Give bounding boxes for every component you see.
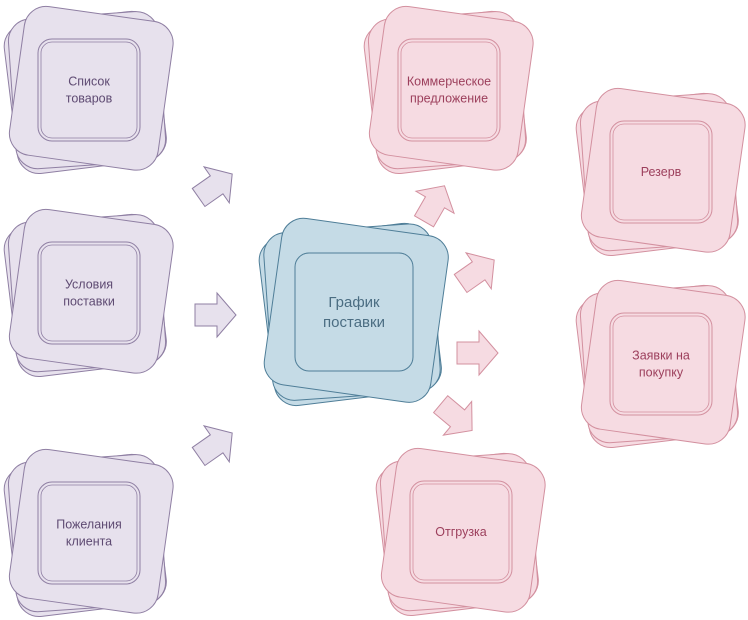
node-label: Резерв <box>641 165 682 179</box>
node-label: Коммерческое <box>407 75 491 89</box>
node-label: поставки <box>63 295 115 309</box>
inner-frame <box>409 480 513 584</box>
node-spisok-tovarov[interactable]: Список товаров <box>2 4 176 176</box>
inner-frame <box>37 481 141 585</box>
inner-frame <box>397 38 501 142</box>
inner-frame-inset <box>40 244 138 342</box>
inner-frame <box>37 38 141 142</box>
node-label: покупку <box>639 366 684 380</box>
node-grafik-postavki[interactable]: График поставки <box>257 215 451 408</box>
node-zayavki-na-pokupku[interactable]: Заявки на покупку <box>574 278 748 450</box>
flow-arrow-icon <box>194 291 237 339</box>
node-label: Список <box>68 75 110 89</box>
node-usloviya-postavki[interactable]: Условия поставки <box>2 207 176 379</box>
flow-arrow-icon <box>432 395 473 436</box>
flow-arrow-icon <box>453 252 495 294</box>
flow-arrow-icon <box>191 166 233 208</box>
inner-frame-inset <box>612 123 710 221</box>
inner-frame <box>609 120 713 224</box>
node-otgruzka[interactable]: Отгрузка <box>374 446 548 618</box>
inner-frame <box>37 241 141 345</box>
inner-frame-inset <box>40 484 138 582</box>
inner-frame <box>609 312 713 416</box>
node-label: Пожелания <box>56 518 122 532</box>
node-label: Отгрузка <box>435 525 487 539</box>
inner-frame <box>294 252 414 372</box>
inner-frame-inset <box>612 315 710 413</box>
flow-arrow-icon <box>191 425 233 467</box>
node-pozhelaniya-klienta[interactable]: Пожелания клиента <box>2 447 176 619</box>
node-label: клиента <box>66 535 112 549</box>
node-rezerv[interactable]: Резерв <box>574 86 748 258</box>
node-label: поставки <box>323 314 385 331</box>
flow-arrow-icon <box>456 329 499 377</box>
inner-frame-inset <box>412 483 510 581</box>
node-kommercheskoe-predlozhenie[interactable]: Коммерческое предложение <box>362 4 536 176</box>
node-label: График <box>328 294 380 311</box>
flow-arrow-icon <box>413 185 455 228</box>
node-label: товаров <box>66 92 113 106</box>
inner-frame-inset <box>400 41 498 139</box>
node-label: Заявки на <box>632 349 690 363</box>
inner-frame-inset <box>40 41 138 139</box>
node-label: предложение <box>410 92 488 106</box>
node-label: Условия <box>65 278 113 292</box>
